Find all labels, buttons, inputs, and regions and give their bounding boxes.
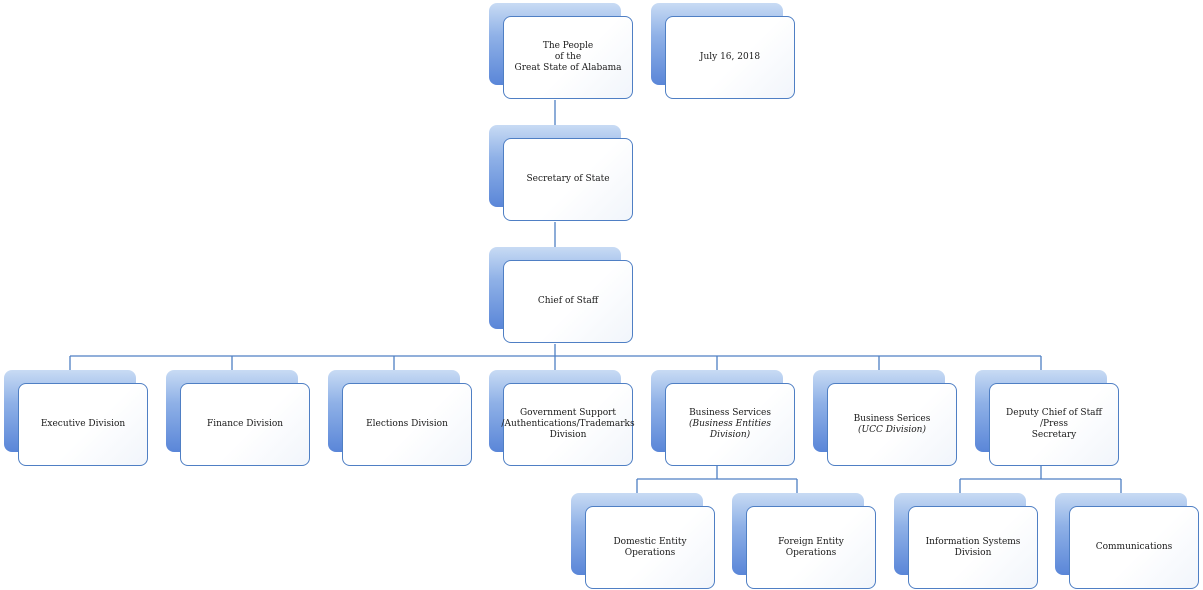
label-line: Elections Division (366, 419, 448, 429)
node-card: Finance Division (180, 383, 310, 466)
node-card: Domestic Entity Operations (585, 506, 715, 589)
label-line: Information Systems Division (925, 536, 1021, 558)
node-deputy-chief-of-staff: Deputy Chief of Staff /Press Secretary (975, 370, 1123, 466)
node-label: The People of the Great State of Alabama (515, 41, 622, 74)
node-card: Business Serices (UCC Division) (827, 383, 957, 466)
date-label: July 16, 2018 (699, 52, 761, 62)
node-label: Foreign Entity Operations (753, 537, 869, 559)
label-line: Finance Division (206, 419, 284, 429)
node-card: Chief of Staff (503, 260, 633, 343)
node-label: Deputy Chief of Staff /Press Secretary (996, 408, 1112, 441)
node-information-systems-division: Information Systems Division (894, 493, 1042, 589)
node-label: Chief of Staff (538, 296, 598, 307)
node-secretary-of-state: Secretary of State (489, 125, 637, 221)
node-foreign-entity-operations: Foreign Entity Operations (732, 493, 880, 589)
node-communications: Communications (1055, 493, 1203, 589)
label-line: Secretary (1031, 430, 1077, 440)
label-line: The People (542, 41, 594, 51)
node-card: The People of the Great State of Alabama (503, 16, 633, 99)
node-label: Communications (1096, 542, 1173, 553)
node-label: Information Systems Division (915, 537, 1031, 559)
node-business-services-ucc: Business Serices (UCC Division) (813, 370, 961, 466)
label-line: /Authentications/Trademarks (501, 419, 635, 429)
label-line: of the (554, 52, 582, 62)
node-label: Elections Division (366, 419, 448, 430)
node-card: Executive Division (18, 383, 148, 466)
label-line: Executive Division (40, 419, 126, 429)
node-label: Business Serices (UCC Division) (854, 414, 931, 436)
node-domestic-entity-operations: Domestic Entity Operations (571, 493, 719, 589)
node-card: Communications (1069, 506, 1199, 589)
label-line-italic: (Business Entities Division) (689, 419, 771, 440)
node-label: Secretary of State (526, 174, 609, 185)
node-card: Government Support /Authentications/Trad… (501, 383, 635, 466)
label-line: Deputy Chief of Staff /Press (1006, 408, 1102, 429)
label-line-italic: (UCC Division) (857, 424, 926, 435)
node-the-people: The People of the Great State of Alabama (489, 3, 637, 99)
node-executive-division: Executive Division (4, 370, 152, 466)
node-finance-division: Finance Division (166, 370, 314, 466)
label-line: Business Serices (853, 413, 931, 424)
node-label: Finance Division (207, 419, 283, 430)
node-date: July 16, 2018 (651, 3, 799, 99)
label-line: Great State of Alabama (514, 63, 622, 73)
node-government-support: Government Support /Authentications/Trad… (489, 370, 637, 466)
node-label: Business Services (Business Entities Div… (672, 408, 788, 441)
label-line: Foreign Entity Operations (778, 536, 844, 558)
node-elections-division: Elections Division (328, 370, 476, 466)
label-line: Chief of Staff (537, 296, 599, 306)
node-label: July 16, 2018 (700, 52, 760, 63)
node-card: Secretary of State (503, 138, 633, 221)
node-card: July 16, 2018 (665, 16, 795, 99)
node-chief-of-staff: Chief of Staff (489, 247, 637, 343)
label-line: Business Services (689, 408, 771, 418)
node-card: Information Systems Division (908, 506, 1038, 589)
node-label: Government Support /Authentications/Trad… (501, 408, 634, 441)
node-card: Deputy Chief of Staff /Press Secretary (989, 383, 1119, 466)
node-label: Domestic Entity Operations (592, 537, 708, 559)
label-line: Secretary of State (526, 174, 610, 184)
node-business-services-entities: Business Services (Business Entities Div… (651, 370, 799, 466)
node-label: Executive Division (41, 419, 125, 430)
node-card: Elections Division (342, 383, 472, 466)
node-card: Foreign Entity Operations (746, 506, 876, 589)
label-line: Government Support (519, 408, 617, 418)
node-card: Business Services (Business Entities Div… (665, 383, 795, 466)
label-line: Communications (1095, 542, 1173, 552)
label-line: Division (549, 430, 587, 440)
label-line: Domestic Entity Operations (613, 536, 687, 558)
